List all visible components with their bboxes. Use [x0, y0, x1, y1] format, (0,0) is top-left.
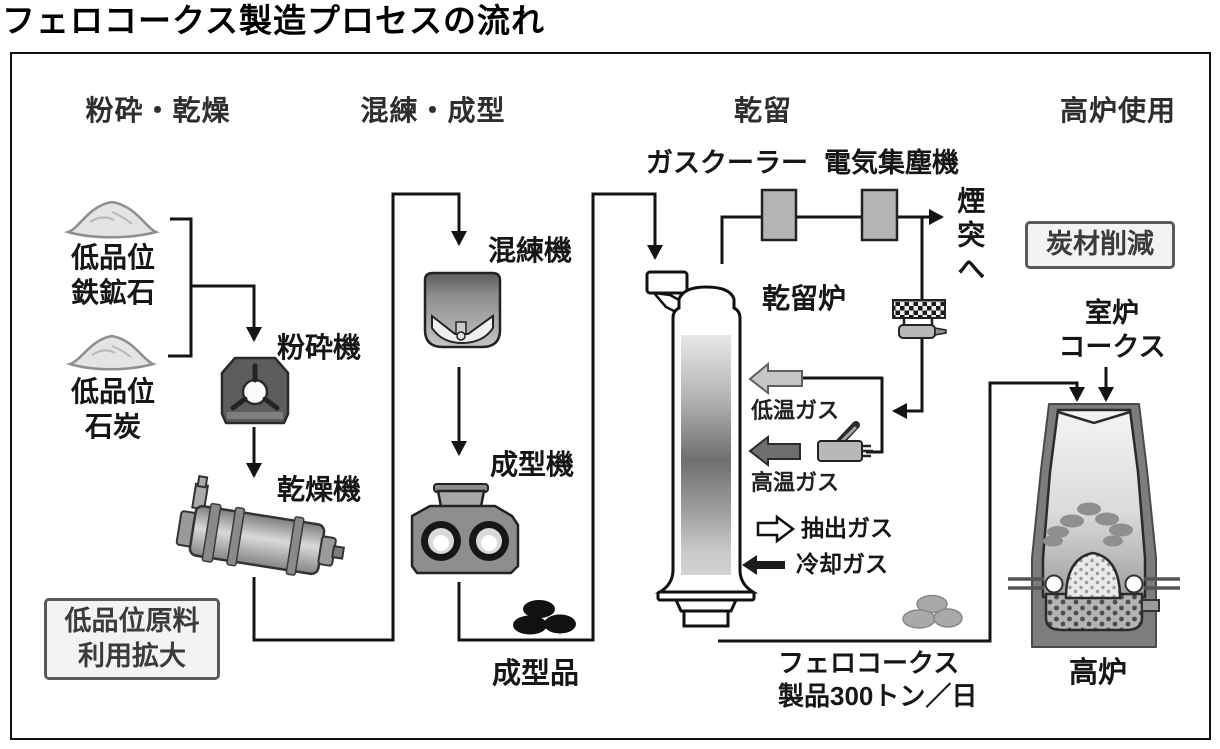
- label-kneader: 混練機: [488, 235, 573, 266]
- flow-lines: [168, 192, 1114, 643]
- molding-machine-icon: [410, 483, 520, 575]
- kneader-icon: [423, 271, 502, 349]
- electrostatic-precipitator-icon: [860, 188, 899, 242]
- high-temp-gas-arrow-icon: [748, 434, 801, 468]
- label-low-temp-gas: 低温ガス: [751, 398, 840, 423]
- label-crusher: 粉砕機: [277, 332, 362, 363]
- label-low-grade-iron-ore: 低品位 鉄鉱石: [70, 242, 155, 309]
- callout-expand-low-grade-raw-materials: 低品位原料 利用拡大: [44, 598, 220, 680]
- crusher-icon: [220, 356, 290, 425]
- label-molded-product: 成型品: [492, 658, 580, 690]
- extraction-gas-arrow-icon: [756, 514, 796, 544]
- label-cooling-gas: 冷却ガス: [796, 551, 888, 577]
- callout-carbon-material-reduction: 炭材削減: [1025, 221, 1175, 269]
- label-ferro-coke-product: フェロコークス 製品300トン／日: [778, 648, 978, 711]
- carbonization-furnace-icon: [645, 270, 759, 628]
- page-title: フェロコークス製造プロセスの流れ: [2, 2, 546, 39]
- label-low-grade-coal: 低品位 石炭: [70, 376, 155, 443]
- ferro-coke-balls-icon: [902, 594, 963, 629]
- low-temp-gas-arrow-icon: [748, 361, 803, 396]
- stage-carbonization: 乾留: [733, 95, 792, 126]
- label-blast-furnace: 高炉: [1068, 657, 1127, 689]
- coal-pile-icon: [65, 334, 157, 371]
- dryer-icon: [175, 475, 346, 576]
- label-high-temp-gas: 高温ガス: [751, 470, 840, 495]
- cooling-gas-arrow-icon: [742, 555, 785, 575]
- label-molding-machine: 成型機: [490, 449, 575, 480]
- stage-blast-furnace-use: 高炉使用: [1059, 95, 1176, 126]
- molded-briquettes-icon: [513, 600, 576, 635]
- label-gas-cooler: ガスクーラー: [646, 148, 808, 178]
- label-to-stack: 煙突へ: [954, 186, 986, 288]
- blast-furnace-icon: [1008, 403, 1180, 648]
- stage-crushing-drying: 粉砕・乾燥: [85, 95, 231, 126]
- iron-ore-pile-icon: [63, 200, 160, 239]
- label-dryer: 乾燥機: [277, 474, 362, 505]
- label-carbonization-furnace: 乾留炉: [762, 283, 847, 314]
- valve-icon: [817, 421, 873, 462]
- stage-kneading-molding: 混練・成型: [360, 95, 506, 126]
- gas-heater-icon: [892, 299, 947, 339]
- label-oven-coke: 室炉 コークス: [1058, 298, 1166, 363]
- label-electrostatic-precipitator: 電気集塵機: [824, 148, 959, 178]
- gas-cooler-icon: [760, 188, 798, 242]
- label-extraction-gas: 抽出ガス: [801, 515, 893, 541]
